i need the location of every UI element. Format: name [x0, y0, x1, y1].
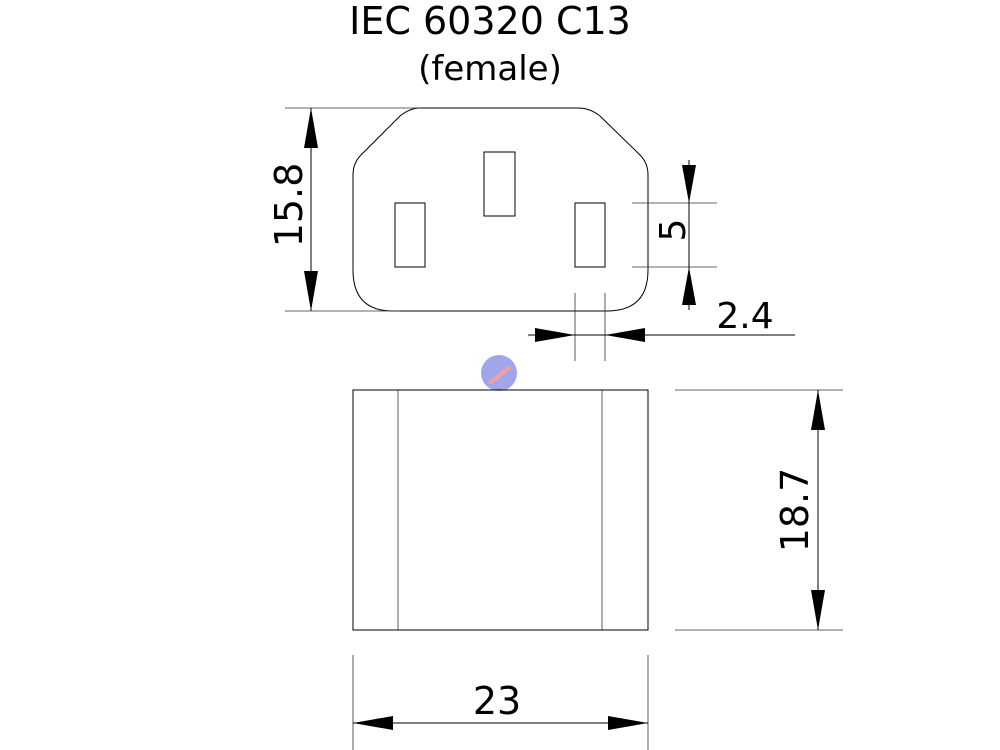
height-label: 15.8	[267, 163, 311, 248]
dimension-slot-length: 5	[632, 160, 717, 310]
dimension-height: 15.8	[267, 107, 420, 312]
side-outline	[352, 389, 649, 631]
dimension-slot-width: 2.4	[528, 293, 795, 361]
connector-outline	[352, 107, 649, 312]
techexpress-logo	[481, 355, 517, 391]
slot-width-label: 2.4	[716, 296, 773, 337]
dimension-depth: 18.7	[675, 389, 843, 631]
title-line2: (female)	[418, 49, 562, 89]
neutral-slot	[574, 202, 606, 268]
front-view	[352, 107, 649, 312]
title-line1: IEC 60320 C13	[349, 0, 631, 43]
slot-length-label: 5	[653, 219, 694, 242]
side-view	[352, 389, 649, 631]
depth-label: 18.7	[773, 468, 817, 553]
dimension-width: 23	[352, 655, 649, 750]
width-label: 23	[473, 679, 521, 723]
earth-slot	[483, 151, 516, 217]
line-slot	[394, 202, 426, 268]
